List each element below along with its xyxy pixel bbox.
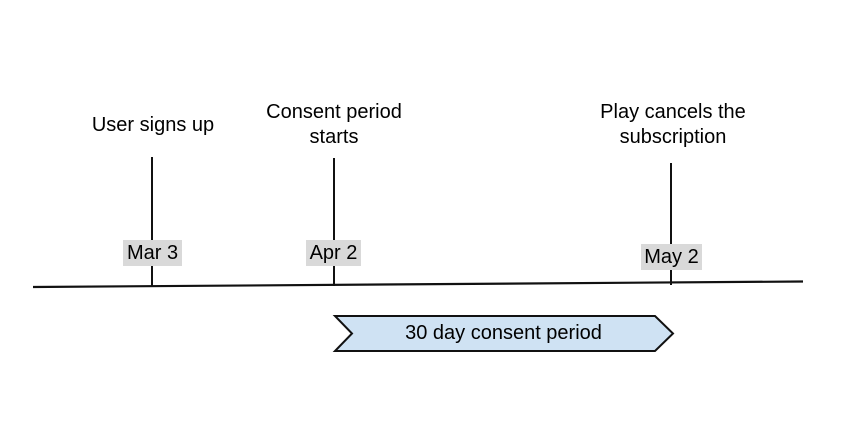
date-chip-apr-2: Apr 2 — [306, 240, 361, 266]
date-chip-mar-3: Mar 3 — [123, 240, 182, 266]
event-label-play-cancels-subscription: Play cancels the subscription — [600, 101, 746, 148]
date-chip-may-2: May 2 — [641, 244, 702, 270]
event-label-consent-period-starts: Consent period starts — [266, 101, 402, 148]
consent-period-banner-label: 30 day consent period — [405, 322, 602, 344]
event-label-user-signs-up: User signs up — [91, 113, 215, 136]
timeline-axis — [32, 280, 804, 289]
consent-period-banner-shape — [332, 315, 675, 352]
